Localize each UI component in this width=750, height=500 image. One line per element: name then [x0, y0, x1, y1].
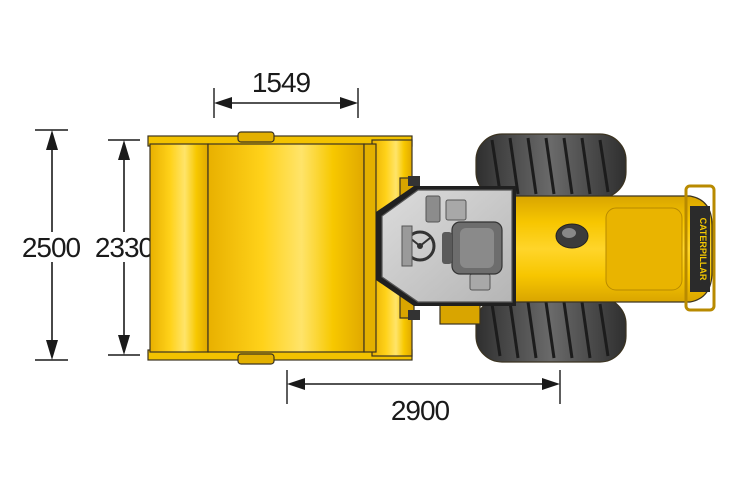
arrow-down-icon: [118, 335, 130, 355]
arrow-right-icon: [542, 378, 560, 390]
rear-tire-bottom: [475, 297, 627, 363]
dimension-label-wheelbase: 2900: [391, 395, 450, 426]
dimension-wheelbase: 2900: [286, 370, 561, 426]
brand-logo-text: CATERPILLAR: [698, 218, 708, 281]
dimension-drum-height: 2330: [93, 139, 155, 356]
operator-cab: [376, 176, 516, 320]
compactor-machine: CATERPILLAR: [147, 131, 716, 365]
control-panel: [425, 195, 441, 223]
engine-hood-panel: [605, 207, 683, 291]
arrow-down-icon: [46, 340, 58, 360]
brand-plate: [690, 206, 710, 292]
dimension-top-width: 1549: [213, 67, 359, 118]
arrow-left-icon: [287, 378, 305, 390]
rear-bumper: [684, 184, 716, 312]
arrow-up-icon: [118, 140, 130, 160]
drum: [149, 143, 377, 353]
arrow-up-icon: [46, 130, 58, 150]
dimension-label-drum-height: 2330: [95, 232, 154, 263]
arrow-left-icon: [214, 97, 232, 109]
drum-main: [207, 143, 365, 353]
mirror-icon: [408, 310, 420, 320]
dimension-overall-height: 2500: [20, 129, 82, 361]
rear-tire-top: [475, 133, 627, 199]
engine-body: CATERPILLAR: [504, 184, 716, 312]
label-backdrop: [93, 232, 155, 262]
drum-side-left: [149, 143, 209, 353]
dimension-label-top-width: 1549: [252, 67, 311, 98]
dimension-label-overall-height: 2500: [22, 232, 81, 263]
label-backdrop: [20, 232, 82, 262]
arrow-right-icon: [340, 97, 358, 109]
mirror-icon: [408, 176, 420, 186]
